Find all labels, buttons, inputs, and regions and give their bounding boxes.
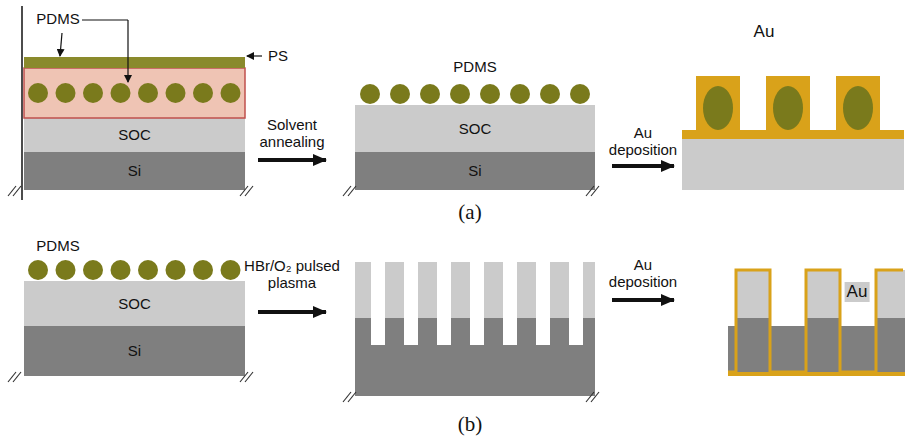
layer-band: SOC <box>24 118 245 152</box>
layer-band: Si <box>355 152 595 190</box>
layer-band: Si <box>24 326 245 376</box>
part-label: Au <box>754 22 775 42</box>
part-label: Au deposition <box>607 256 679 291</box>
panel-label: (b) <box>458 412 483 436</box>
part-label: PDMS <box>36 237 79 254</box>
layer-band: Si <box>24 152 245 190</box>
part-label: Solvent annealing <box>252 116 332 151</box>
layer-name: Si <box>128 342 141 359</box>
layer-band: SOC <box>24 281 245 326</box>
part-label: PDMS <box>36 10 79 27</box>
layer-name: SOC <box>118 295 151 312</box>
layer-name: SOC <box>118 126 151 143</box>
layer-name: SOC <box>459 120 492 137</box>
part-label: PDMS <box>453 58 496 75</box>
part-label: Au <box>845 282 870 302</box>
layer-name: Si <box>128 162 141 179</box>
part-label: HBr/O₂ pulsed plasma <box>244 257 340 292</box>
part-label: PS <box>268 47 288 64</box>
layer-name: Si <box>468 162 481 179</box>
layer-band: SOC <box>355 105 595 152</box>
part-label: Au deposition <box>607 124 679 159</box>
panel-label: (a) <box>458 200 481 224</box>
